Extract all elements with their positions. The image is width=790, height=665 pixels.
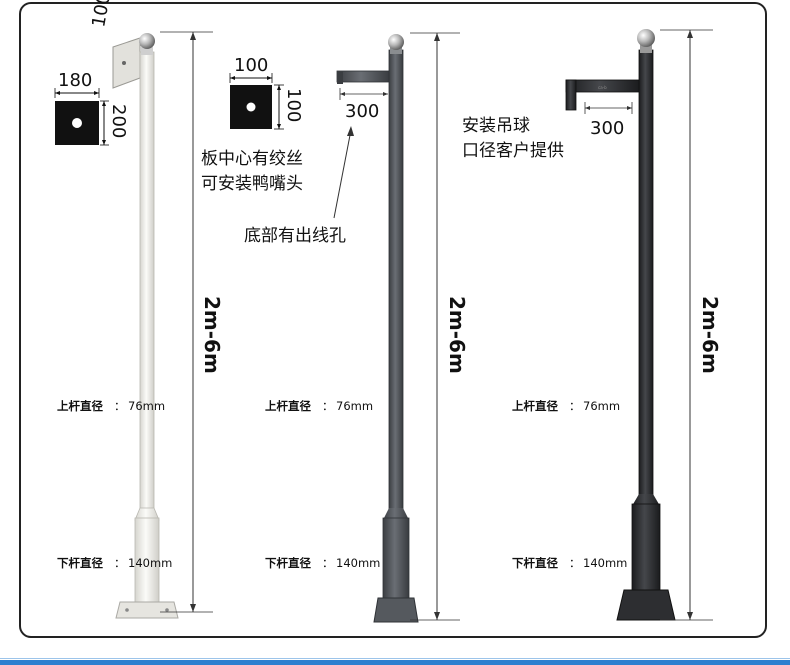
spec-lower-1: 下杆直径 ： 140mm: [57, 556, 172, 570]
svg-text:76mm: 76mm: [336, 399, 373, 413]
svg-text:上杆直径: 上杆直径: [512, 399, 558, 413]
lower-sleeve: [382, 517, 410, 601]
plate-height-label: 200: [108, 104, 129, 138]
height-label: 2m-6m: [698, 296, 722, 374]
spec-upper-3: 上杆直径 ： 76mm: [512, 399, 620, 413]
duckbill-arm: [336, 70, 391, 83]
plate-thread-note-1: 板中心有绞丝: [201, 149, 303, 169]
svg-text:：: ：: [114, 556, 126, 570]
svg-text:：: ：: [569, 556, 581, 570]
svg-text:：: ：: [322, 556, 334, 570]
svg-text:140mm: 140mm: [583, 556, 627, 570]
finial-ball: [637, 29, 655, 47]
finial-ball: [388, 34, 404, 50]
height-label: 2m-6m: [200, 296, 224, 374]
svg-text:：: ：: [322, 399, 334, 413]
spec-upper-2: 上杆直径 ： 76mm: [265, 399, 373, 413]
height-dimension-1: 2m-6m: [160, 31, 224, 613]
svg-text:上杆直径: 上杆直径: [265, 399, 311, 413]
plate-thread-note-2: 可安装鸭嘴头: [201, 174, 303, 194]
arm-length-label: 300: [345, 101, 379, 122]
svg-text:下杆直径: 下杆直径: [512, 556, 558, 570]
ball-note-1: 安装吊球: [462, 116, 530, 136]
svg-text:76mm: 76mm: [128, 399, 165, 413]
upper-shaft: [388, 49, 404, 515]
arm-dimension-2: 300: [339, 88, 388, 122]
accent-bar: [0, 660, 790, 665]
svg-text:ca-b: ca-b: [598, 85, 607, 90]
svg-text:下杆直径: 下杆直径: [57, 556, 103, 570]
arm-dimension-3: 300: [584, 102, 633, 139]
svg-text:140mm: 140mm: [336, 556, 380, 570]
plate-diagram-small: 100 100: [229, 55, 304, 130]
plate-diagram-square: 180 200 100: [54, 0, 129, 146]
bottom-hole-note: 底部有出线孔: [244, 226, 346, 246]
mounting-plate: [112, 37, 141, 89]
svg-text:76mm: 76mm: [583, 399, 620, 413]
upper-shaft: [139, 51, 155, 513]
plate-thickness-label: 100: [88, 0, 115, 29]
spec-lower-3: 下杆直径 ： 140mm: [512, 556, 627, 570]
height-label: 2m-6m: [445, 296, 469, 374]
white-pole: [112, 33, 179, 619]
svg-text:：: ：: [569, 399, 581, 413]
base-plate: [616, 589, 676, 621]
spec-upper-1: 上杆直径 ： 76mm: [57, 399, 165, 413]
plate-width-label: 100: [234, 55, 268, 76]
svg-text:下杆直径: 下杆直径: [265, 556, 311, 570]
lower-sleeve: [134, 517, 160, 603]
plate-width-label: 180: [58, 70, 92, 91]
gray-pole: [336, 34, 419, 623]
spec-lower-2: 下杆直径 ： 140mm: [265, 556, 380, 570]
lower-sleeve: [631, 503, 661, 593]
black-pole: ca-b: [565, 29, 676, 621]
divider-line: [0, 658, 790, 659]
base-plate: [115, 601, 179, 619]
height-dimension-3: 2m-6m: [660, 29, 722, 621]
bottom-hole-pointer: [333, 126, 354, 219]
plate-height-label: 100: [283, 88, 304, 122]
svg-text:上杆直径: 上杆直径: [57, 399, 103, 413]
upper-shaft: [638, 49, 654, 501]
finial-ball: [139, 33, 155, 49]
height-dimension-2: 2m-6m: [410, 32, 469, 621]
svg-text:140mm: 140mm: [128, 556, 172, 570]
svg-text:：: ：: [114, 399, 126, 413]
ball-note-2: 口径客户提供: [462, 141, 564, 161]
arm-length-label: 300: [590, 118, 624, 139]
base-plate: [373, 597, 419, 623]
